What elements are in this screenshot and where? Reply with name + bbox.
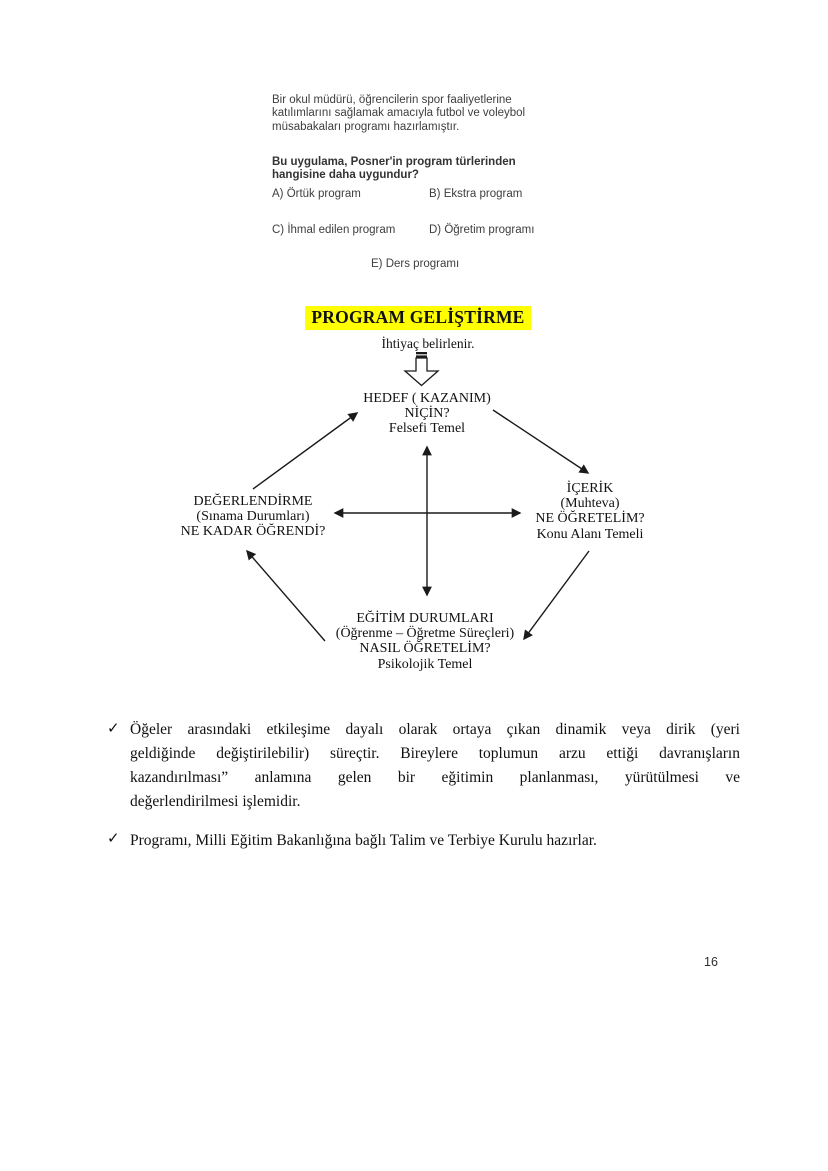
note1-line2: geldiğinde değiştirilebilir) süreçtir. B… bbox=[130, 745, 740, 762]
checkmark-icon: ✓ bbox=[107, 721, 120, 737]
node-content-line2: (Muhteva) bbox=[560, 496, 620, 512]
question-paragraph: Bir okul müdürü, öğrencilerin spor faali… bbox=[272, 93, 526, 133]
node-content: İÇERİK (Muhteva) NE ÖĞRETELİM? Konu Alan… bbox=[490, 481, 690, 542]
note-bullet-1: Öğeler arasındaki etkileşime dayalı olar… bbox=[130, 718, 740, 814]
option-b: B) Ekstra program bbox=[429, 188, 523, 200]
node-evaluation: DEĞERLENDİRME (Sınama Durumları) NE KADA… bbox=[153, 494, 353, 540]
option-c: C) İhmal edilen program bbox=[272, 224, 396, 236]
node-goal-line1: HEDEF ( KAZANIM) bbox=[363, 391, 491, 406]
question-prompt: Bu uygulama, Posner'in program türlerind… bbox=[272, 155, 516, 182]
node-goal: HEDEF ( KAZANIM) NİÇİN? Felsefi Temel bbox=[327, 391, 527, 437]
node-content-line3: NE ÖĞRETELİM? bbox=[535, 511, 645, 527]
node-learning-line2: (Öğrenme – Öğretme Süreçleri) bbox=[335, 626, 515, 642]
option-e: E) Ders programı bbox=[371, 258, 460, 270]
down-block-arrow-icon bbox=[403, 352, 440, 387]
section-title-highlight: PROGRAM GELİŞTİRME bbox=[305, 306, 531, 330]
node-learning-line1: EĞİTİM DURUMLARI bbox=[356, 611, 494, 626]
option-d: D) Öğretim programı bbox=[429, 224, 535, 236]
node-evaluation-line1: DEĞERLENDİRME bbox=[193, 494, 313, 509]
node-goal-line2: NİÇİN? bbox=[404, 406, 450, 422]
node-content-line1: İÇERİK bbox=[566, 481, 614, 496]
node-content-line4: Konu Alanı Temeli bbox=[536, 526, 644, 542]
option-a: A) Örtük program bbox=[272, 188, 361, 200]
checkmark-icon: ✓ bbox=[107, 831, 120, 847]
note1-line4: değerlendirilmesi işlemidir. bbox=[130, 793, 301, 810]
node-goal-line3: Felsefi Temel bbox=[388, 421, 466, 437]
node-evaluation-line2: (Sınama Durumları) bbox=[196, 509, 310, 525]
node-learning-line3: NASIL ÖĞRETELİM? bbox=[359, 641, 491, 657]
node-learning-situations: EĞİTİM DURUMLARI (Öğrenme – Öğretme Süre… bbox=[295, 611, 555, 672]
section-title: PROGRAM GELİŞTİRME bbox=[4, 306, 828, 330]
node-learning-line4: Psikolojik Temel bbox=[377, 656, 473, 672]
note1-line1: Öğeler arasındaki etkileşime dayalı olar… bbox=[130, 721, 740, 738]
page-number: 16 bbox=[704, 955, 718, 969]
node-evaluation-line3: NE KADAR ÖĞRENDİ? bbox=[180, 524, 326, 540]
note1-line3: kazandırılması” anlamına gelen bir eğiti… bbox=[130, 769, 740, 786]
flow-caption: İhtiyaç belirlenir. bbox=[381, 336, 475, 351]
note-bullet-2: Programı, Milli Eğitim Bakanlığına bağlı… bbox=[130, 832, 597, 849]
